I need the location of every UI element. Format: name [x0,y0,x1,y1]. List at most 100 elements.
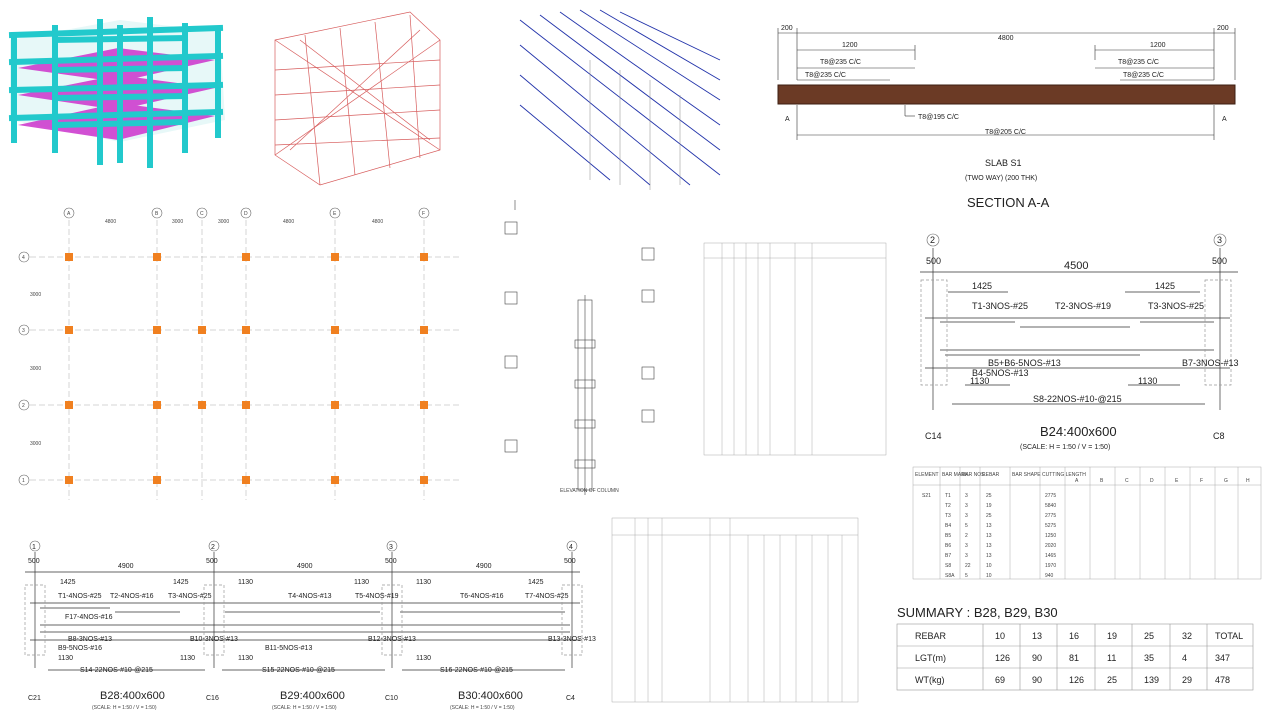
span-dim: 4900 [297,563,313,570]
b7: B7-3NOS-#13 [1182,358,1239,368]
sched-header: H [1246,478,1250,484]
sched-cut: 1465 [1045,553,1056,559]
col-right: C8 [1213,431,1225,441]
col-left: C14 [925,431,942,441]
top-bar-left-2: T8@235 C/C [805,72,846,79]
zone-dim: 1130 [238,579,253,586]
summary-header: 16 [1069,631,1079,641]
section-mark-right: A [1222,116,1227,123]
top-bar: T3-4NOS-#25 [168,593,212,600]
grid-col-label: A [67,211,71,217]
cut-dim: 1130 [180,655,195,662]
grid-col-label: C [200,211,204,217]
analytical-model-red[interactable] [274,11,441,186]
bot-bar: B9-5NOS-#16 [58,645,102,652]
grid-col-label: D [244,211,248,217]
cut-dim: 1130 [58,655,73,662]
grid-2-label: 2 [930,235,935,245]
t1: T1-3NOS-#25 [972,301,1028,311]
analytical-model-blue[interactable] [519,9,721,190]
zone-dim: 1130 [416,579,431,586]
summary-cell: LGT(m) [915,653,946,663]
t3: T3-3NOS-#25 [1148,301,1204,311]
sched-header: BAR MARK [942,472,969,478]
cut-right: 1130 [1138,376,1157,386]
stirrup: S15-22NOS-#10-@215 [262,667,335,674]
b5b6: B5+B6-5NOS-#13 [988,358,1061,368]
sched-nos: 22 [965,563,971,569]
grid-row-span: 3000 [30,441,41,447]
col-label: C21 [28,695,41,702]
dim-zone-left: 1200 [842,42,858,49]
column-schedule-table[interactable] [703,242,887,456]
sched-nos: 2 [965,533,968,539]
summary-cell: 11 [1107,653,1116,663]
grid-row-label: 1 [22,478,25,484]
summary-cell: 81 [1069,653,1079,663]
sched-rebar: 13 [986,553,992,559]
summary-cell: 126 [1069,675,1084,685]
sched-mark: S8A [945,573,955,579]
grid-col-label: E [333,211,337,217]
dim-left: 200 [781,25,793,32]
support-dim: 500 [564,558,576,565]
sched-mark: B5 [945,533,951,539]
summary-cell: 69 [995,675,1005,685]
grid-label: 2 [211,544,215,551]
summary-header: 25 [1144,631,1154,641]
summary-header: 10 [995,631,1005,641]
summary-header: 32 [1182,631,1192,641]
bar-schedule-b24[interactable]: ELEMENT BAR MARK BAR NOS. REBAR BAR SHAP… [912,466,1262,580]
beam-b24-elevation[interactable]: 2 3 500 500 4500 1425 1425 T1-3NOS-#25 T… [920,233,1239,451]
sched-rebar: 13 [986,523,992,529]
summary-cell: WT(kg) [915,675,945,685]
beam-title: B28:400x600 [100,690,165,702]
sched-rebar: 13 [986,543,992,549]
summary-cell: 29 [1182,675,1192,685]
zone-right: 1425 [1155,281,1175,291]
summary-header: TOTAL [1215,631,1243,641]
grid-row-span: 3000 [30,292,41,298]
3d-frame-model[interactable] [8,17,225,168]
summary-title: SUMMARY : B28, B29, B30 [897,605,1058,620]
sched-nos: 5 [965,573,968,579]
grid-span: 3000 [218,219,229,225]
grid-row-span: 3000 [30,366,41,372]
sched-mark: T3 [945,513,951,519]
summary-header: 19 [1107,631,1117,641]
sched-header: B [1100,478,1104,484]
sched-header: A [1075,478,1079,484]
col-label: C16 [206,695,219,702]
sched-mark: T1 [945,493,951,499]
sched-nos: 5 [965,523,968,529]
bar-schedule-b28-b30[interactable] [611,517,859,703]
sched-mark: B6 [945,543,951,549]
column-grid-plan[interactable]: A B C D E F 4 3 2 1 4800 3000 3000 4800 … [18,207,460,500]
zone-dim: 1130 [354,579,369,586]
top-bar: T5-4NOS-#19 [355,593,399,600]
beam-title: B29:400x600 [280,690,345,702]
dim-total: 4800 [998,35,1014,42]
sched-rebar: 10 [986,563,992,569]
grid-col-label: F [422,211,425,217]
column-details[interactable] [504,200,655,495]
face-bar: F17-4NOS-#16 [65,614,113,621]
sched-cut: 940 [1045,573,1054,579]
top-bar: T4-4NOS-#13 [288,593,332,600]
sched-nos: 3 [965,503,968,509]
beam-row-elevation[interactable]: 1 2 3 4 500 500 500 500 4900 4900 4900 1… [24,540,596,711]
cut-left: 1130 [970,376,989,386]
sched-rebar: 10 [986,573,992,579]
dim-right: 200 [1217,25,1229,32]
cut-dim: 1130 [238,655,253,662]
sched-cut: 2020 [1045,543,1056,549]
slab-section-drawing[interactable]: 200 200 4800 1200 1200 T8@235 C/C T8@235… [777,25,1236,210]
sched-nos: 3 [965,493,968,499]
grid-label: 4 [569,544,573,551]
sched-cut: 1970 [1045,563,1056,569]
grid-row-label: 4 [22,255,25,261]
section-mark-left: A [785,116,790,123]
sched-cut: 2775 [1045,493,1056,499]
